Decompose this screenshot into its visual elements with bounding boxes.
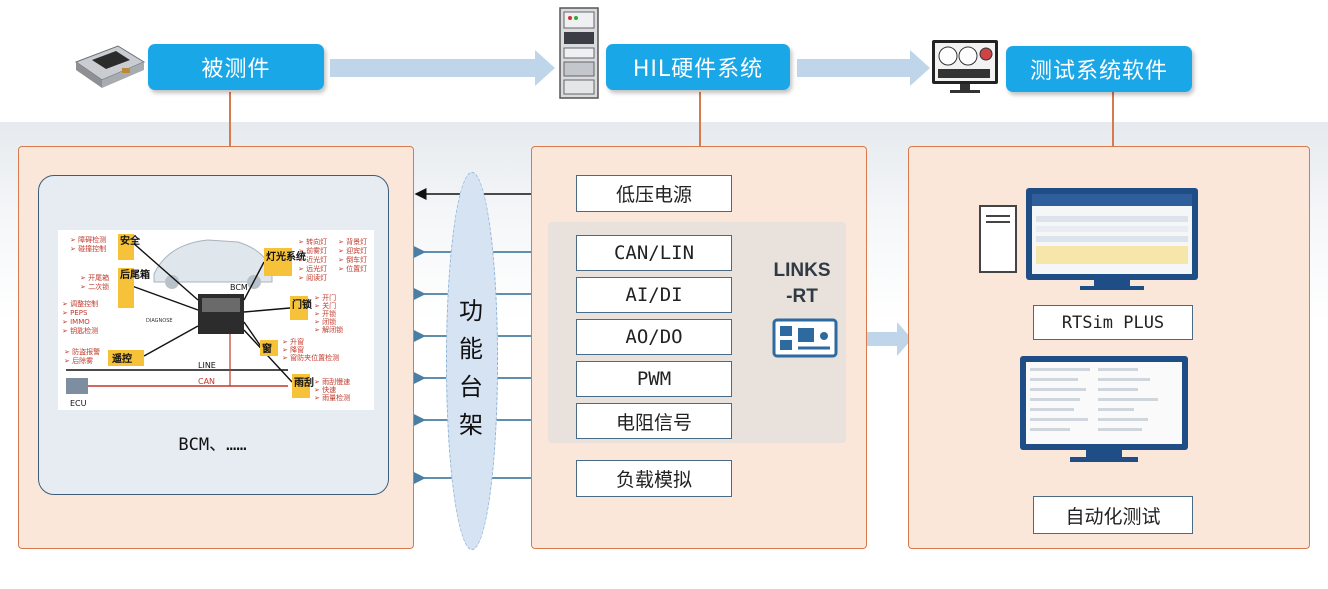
diag-label: DIAGNOSE xyxy=(146,318,173,324)
module-5: 窗 xyxy=(262,342,272,355)
lb3-2: ➢ IMMO xyxy=(62,318,90,326)
hil-to-software-arrow xyxy=(867,322,912,356)
signal-label: PWM xyxy=(636,368,672,390)
flow-arrow-1 xyxy=(330,50,555,86)
lr-0: ➢ 雨刮慢速 xyxy=(314,377,350,386)
ld-0: ➢ 开门 xyxy=(314,293,336,302)
lb1-1: ➢ 碰撞控制 xyxy=(70,244,106,253)
lc2-2: ➢ 倒车灯 xyxy=(338,255,367,264)
signal-ai-di[interactable]: AI/DI xyxy=(576,277,732,313)
auto-test-label: 自动化测试 xyxy=(1065,505,1161,528)
lw-0: ➢ 升窗 xyxy=(282,337,304,346)
bcm-center-label: BCM xyxy=(230,283,248,292)
ld-2: ➢ 开锁 xyxy=(314,309,336,318)
load-simulation-box[interactable]: 负载模拟 xyxy=(576,460,732,497)
lc1-2: ➢ 近光灯 xyxy=(298,255,327,264)
ecu-label: ECU xyxy=(70,399,87,408)
signal-pwm[interactable]: PWM xyxy=(576,361,732,397)
signal-label: CAN/LIN xyxy=(613,242,695,264)
signal-resistance[interactable]: 电阻信号 xyxy=(576,403,732,439)
dut-device-image xyxy=(72,42,146,92)
software-label: 测试系统软件 xyxy=(1029,59,1168,84)
lb3-0: ➢ 调整控制 xyxy=(62,299,98,308)
signal-label: AO/DO xyxy=(625,326,683,348)
links-rt-board-icon xyxy=(772,316,838,360)
rack-char: 功 xyxy=(459,297,483,325)
function-rack xyxy=(446,172,498,550)
bcm-schematic: 安全 后尾箱 遥控 灯光系统 门锁 窗 雨刮 ➢ 障碍检测➢ 碰撞控制 ➢ 开尾… xyxy=(58,230,374,410)
ld-1: ➢ 关门 xyxy=(314,301,336,310)
module-1: 后尾箱 xyxy=(120,268,150,281)
links-rt-title: LINKS -RT xyxy=(760,258,844,310)
lb4-0: ➢ 防盗报警 xyxy=(64,347,100,356)
module-6: 雨刮 xyxy=(294,376,314,389)
auto-test-label-box[interactable]: 自动化测试 xyxy=(1033,496,1193,534)
links-rt-line: -RT xyxy=(786,286,818,307)
rtsim-label-box[interactable]: RTSim PLUS xyxy=(1033,305,1193,340)
lb3-3: ➢ 钥匙检测 xyxy=(62,326,98,335)
module-0: 安全 xyxy=(120,234,141,247)
hil-cabinet-image xyxy=(558,6,600,100)
lb1-0: ➢ 障碍检测 xyxy=(70,235,106,244)
line-label-0: LINE xyxy=(198,361,216,370)
lc2-0: ➢ 背景灯 xyxy=(338,237,367,246)
flow-arrow-2 xyxy=(797,50,930,86)
lc2-3: ➢ 位置灯 xyxy=(338,264,367,273)
signal-can-lin[interactable]: CAN/LIN xyxy=(576,235,732,271)
lr-1: ➢ 快速 xyxy=(314,385,336,394)
lc1-3: ➢ 远光灯 xyxy=(298,264,327,273)
lw-1: ➢ 降窗 xyxy=(282,345,304,354)
lc1-4: ➢ 阅读灯 xyxy=(298,273,327,282)
links-rt-line: LINKS xyxy=(773,260,831,281)
lc1-1: ➢ 前雾灯 xyxy=(298,246,327,255)
dut-caption: BCM、…… xyxy=(178,434,247,455)
module-2: 遥控 xyxy=(112,352,132,365)
lr-2: ➢ 雨量检测 xyxy=(314,393,350,402)
dut-label-box[interactable]: 被测件 xyxy=(148,44,324,90)
signal-label: 电阻信号 xyxy=(615,411,692,434)
signal-label: AI/DI xyxy=(625,284,683,306)
load-sim-label: 负载模拟 xyxy=(615,469,692,491)
ld-4: ➢ 解闭锁 xyxy=(314,325,343,334)
rtsim-monitor xyxy=(1024,186,1200,292)
rack-char: 架 xyxy=(459,411,483,439)
lb2-0: ➢ 开尾箱 xyxy=(80,273,109,282)
line-label-1: CAN xyxy=(198,377,215,386)
hil-label: HIL硬件系统 xyxy=(632,57,764,82)
auto-test-monitor xyxy=(1018,354,1190,466)
power-supply-box[interactable]: 低压电源 xyxy=(576,175,732,212)
power-supply-label: 低压电源 xyxy=(615,184,692,206)
lc2-1: ➢ 迎宾灯 xyxy=(338,246,367,255)
rtsim-label: RTSim PLUS xyxy=(1061,312,1165,333)
function-rack-label: 功 能 台 架 xyxy=(446,292,496,444)
lw-2: ➢ 窗防夹位置检测 xyxy=(282,353,339,362)
hil-label-box[interactable]: HIL硬件系统 xyxy=(606,44,790,90)
rack-char: 能 xyxy=(459,335,483,363)
module-4: 门锁 xyxy=(292,298,312,311)
lb2-1: ➢ 二次锁 xyxy=(80,282,109,291)
module-3: 灯光系统 xyxy=(266,250,306,263)
lb3-1: ➢ PEPS xyxy=(62,309,88,317)
lc1-0: ➢ 转向灯 xyxy=(298,237,327,246)
signal-ao-do[interactable]: AO/DO xyxy=(576,319,732,355)
lb4-1: ➢ 后除雾 xyxy=(64,356,93,365)
software-label-box[interactable]: 测试系统软件 xyxy=(1006,46,1192,92)
pc-tower-icon xyxy=(978,204,1018,274)
rack-char: 台 xyxy=(459,373,483,401)
test-monitor-image xyxy=(930,38,1000,96)
ld-3: ➢ 闭锁 xyxy=(314,317,336,326)
dut-label: 被测件 xyxy=(201,57,271,82)
